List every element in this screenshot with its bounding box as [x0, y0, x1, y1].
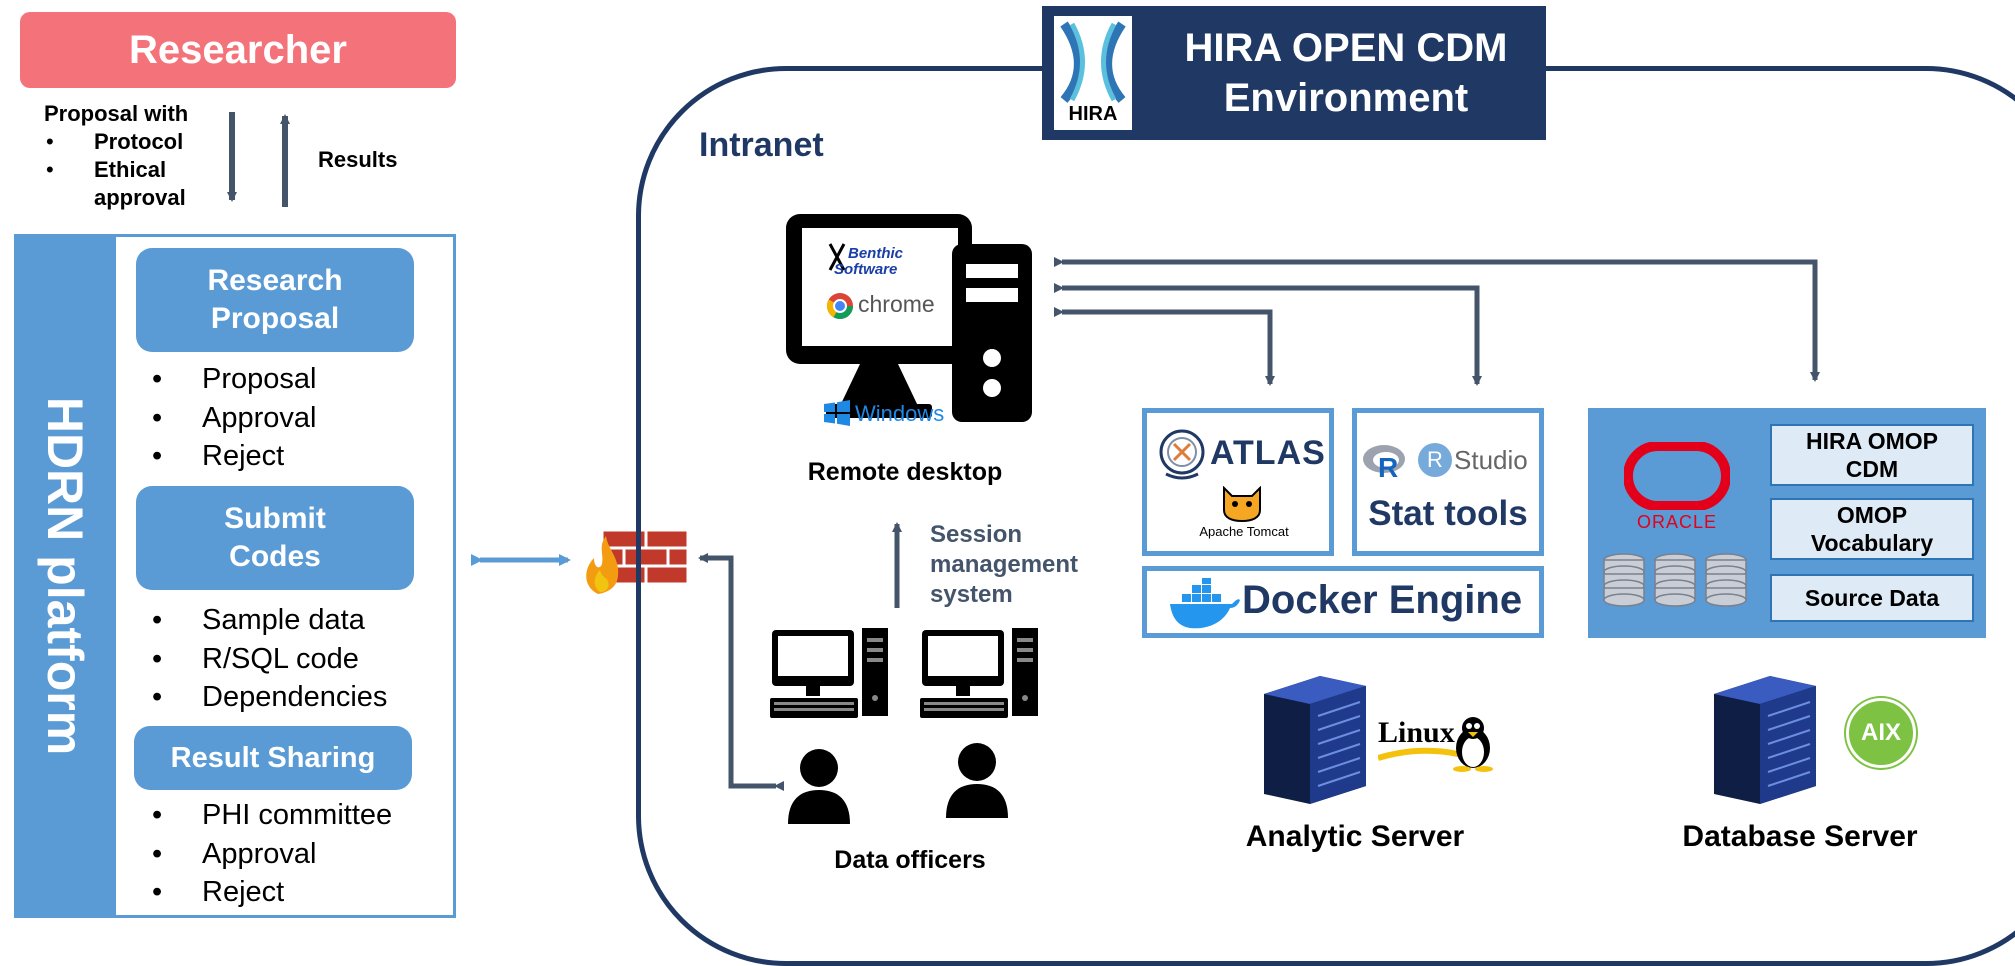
person-icon — [946, 743, 1008, 818]
desktop-stattools-connector — [1054, 283, 1482, 386]
firewall-officer-connector — [698, 553, 784, 791]
hira-x-logo-icon — [1060, 21, 1126, 103]
environment-title: HIRA OPEN CDM Environment — [1146, 6, 1546, 140]
rstudio-label: Studio — [1454, 445, 1528, 475]
linux-underline-icon — [1378, 747, 1458, 761]
chrome-icon — [826, 293, 854, 320]
submit-codes-list: Sample data R/SQL code Dependencies — [150, 601, 387, 717]
platform-title: HDRN platform — [14, 234, 116, 918]
list-item: Reject — [150, 873, 392, 912]
benthic-software-label: Benthic Software — [834, 245, 904, 278]
tomcat-label: Apache Tomcat — [1199, 524, 1289, 539]
linux-label: Linux — [1378, 716, 1455, 749]
proposal-item: Protocol — [44, 128, 214, 156]
proposal-item: Ethical approval — [44, 156, 214, 212]
list-item: PHI committee — [150, 796, 392, 835]
svg-text:R: R — [1378, 452, 1398, 480]
chrome-label: chrome — [858, 291, 935, 317]
desktop-atlas-connector — [1054, 307, 1275, 386]
research-proposal-list: Proposal Approval Reject — [150, 360, 316, 476]
database-stack-icon — [1603, 553, 1747, 607]
result-sharing-pill: Result Sharing — [134, 726, 412, 790]
hira-logo: HIRA — [1054, 16, 1132, 130]
list-item: R/SQL code — [150, 640, 387, 679]
hira-omop-cdm-item: HIRA OMOP CDM — [1770, 424, 1974, 486]
r-logo-icon: R — [1363, 445, 1405, 480]
windows-icon — [824, 400, 850, 426]
stat-tools-box — [1352, 408, 1544, 556]
session-management-label: Session management system — [930, 521, 1079, 608]
officer-computer-icon — [770, 628, 888, 718]
researcher-box: Researcher — [20, 12, 456, 88]
environment-title-line1: HIRA OPEN CDM — [1184, 26, 1508, 70]
platform-title-text: HDRN platform — [37, 396, 94, 756]
desktop-database-connector — [1054, 257, 1820, 382]
stat-tools-label: Stat tools — [1368, 494, 1528, 533]
database-server-caption: Database Server — [1682, 820, 1918, 853]
database-server-icon — [1714, 676, 1816, 804]
firewall-icon — [586, 528, 690, 594]
platform-side-bar — [14, 234, 116, 918]
omop-vocabulary-item: OMOP Vocabulary — [1770, 498, 1974, 560]
source-data-item: Source Data — [1770, 574, 1974, 622]
proposal-submission-text: Proposal with Protocol Ethical approval — [44, 100, 214, 212]
analytic-server-icon — [1264, 676, 1366, 804]
analytic-server-caption: Analytic Server — [1245, 820, 1465, 853]
list-item: Reject — [150, 437, 316, 476]
research-proposal-pill: Research Proposal — [136, 248, 414, 352]
oracle-logo-icon — [1624, 442, 1730, 510]
list-item: Proposal — [150, 360, 316, 399]
atlas-label: ATLAS — [1210, 434, 1326, 472]
hira-logo-text: HIRA — [1068, 103, 1118, 125]
environment-title-line2: Environment — [1223, 76, 1469, 120]
person-icon — [788, 749, 850, 824]
atlas-logo-icon — [1159, 429, 1205, 480]
tomcat-icon — [1223, 486, 1261, 522]
oracle-label: ORACLE — [1636, 512, 1718, 532]
intranet-label: Intranet — [699, 126, 824, 164]
officer-computer-icon — [920, 628, 1038, 718]
proposal-heading: Proposal with — [44, 101, 189, 126]
rstudio-logo: R — [1418, 443, 1452, 477]
results-label: Results — [318, 147, 398, 172]
data-officers-caption: Data officers — [834, 846, 986, 874]
list-item: Dependencies — [150, 678, 387, 717]
remote-desktop-caption: Remote desktop — [807, 458, 1003, 486]
connector-arrows — [227, 112, 1820, 791]
list-item: Approval — [150, 835, 392, 874]
list-item: Approval — [150, 399, 316, 438]
docker-engine-label: Docker Engine — [1242, 578, 1523, 622]
windows-label: Windows — [855, 401, 945, 426]
benthic-icon — [828, 243, 846, 271]
list-item: Sample data — [150, 601, 387, 640]
docker-whale-icon — [1170, 578, 1240, 629]
result-sharing-list: PHI committee Approval Reject — [150, 796, 392, 912]
tux-penguin-icon — [1453, 717, 1493, 772]
submit-codes-pill: Submit Codes — [136, 486, 414, 590]
aix-logo: AIX — [1846, 698, 1916, 768]
